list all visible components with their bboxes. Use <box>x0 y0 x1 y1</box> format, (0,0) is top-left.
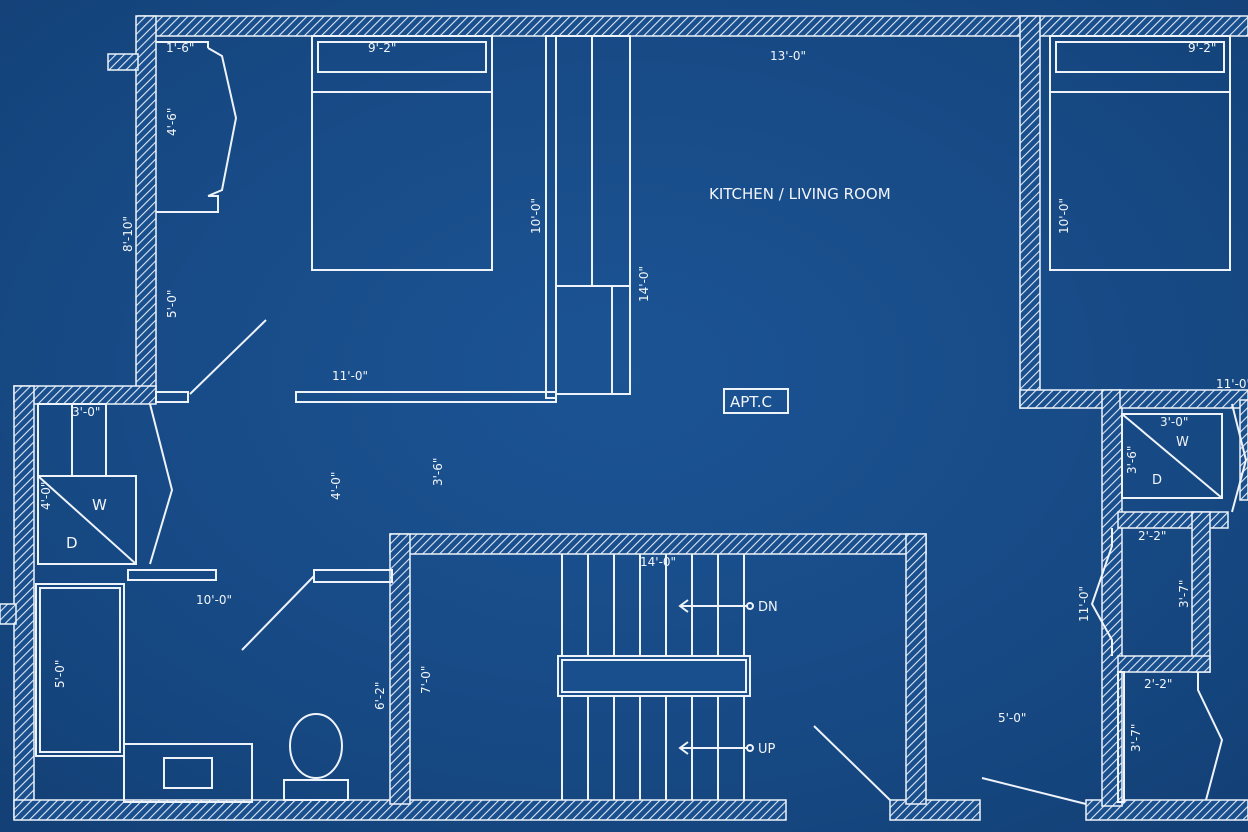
dim-laundry-right-width: 3'-0" <box>1160 415 1188 429</box>
dim-bedroom-left-length: 10'-0" <box>529 198 543 234</box>
dim-laundry-left-width: 3'-0" <box>72 405 100 419</box>
dim-laundry-right-height: 3'-6" <box>1125 446 1139 474</box>
dim-left-wall-height: 8'-10" <box>121 216 135 252</box>
dim-bedroom-right-width: 11'-0" <box>1216 377 1248 391</box>
apartment-tag-box <box>723 388 789 414</box>
dim-bed-right-width: 9'-2" <box>1188 41 1216 55</box>
dim-bed-left-width: 9'-2" <box>368 41 396 55</box>
dim-closet-r1-height: 3'-7" <box>1177 580 1191 608</box>
dim-bedroom-left-lower: 5'-0" <box>165 290 179 318</box>
dim-closet-r2-height: 3'-7" <box>1129 724 1143 752</box>
interior-lines <box>35 35 1248 805</box>
walls <box>0 15 1248 821</box>
dim-closet-r1-width: 2'-2" <box>1138 529 1166 543</box>
dim-closet-r-side: 11'-0" <box>1077 586 1091 622</box>
dryer-label-left: D <box>66 534 78 552</box>
dim-hall-right: 5'-0" <box>998 711 1026 725</box>
dim-hall-a: 4'-0" <box>329 472 343 500</box>
stairs-up-label: UP <box>758 742 776 757</box>
dim-counter-height: 14'-0" <box>637 266 651 302</box>
dryer-label-right: D <box>1152 473 1162 488</box>
dim-stair-width: 14'-0" <box>640 555 676 569</box>
dim-bath-height: 6'-2" <box>373 682 387 710</box>
room-label-kitchen-living: KITCHEN / LIVING ROOM <box>709 185 891 203</box>
apartment-label: APT.C <box>730 393 772 411</box>
dim-closet-top: 1'-6" <box>166 41 194 55</box>
washer-label-left: W <box>92 496 107 514</box>
dim-room-top-width: 13'-0" <box>770 49 806 63</box>
dim-laundry-left-height: 4'-0" <box>39 482 53 510</box>
labels: KITCHEN / LIVING ROOM APT.C W D W D DN U… <box>39 41 1248 757</box>
dim-bath-width: 10'-0" <box>196 593 232 607</box>
dim-bedroom-right-length: 10'-0" <box>1057 198 1071 234</box>
dim-bedroom-left-width: 11'-0" <box>332 369 368 383</box>
dim-closet-r2-width: 2'-2" <box>1144 677 1172 691</box>
dim-closet-side: 4'-6" <box>165 108 179 136</box>
washer-label-right: W <box>1176 435 1189 450</box>
dim-tub-length: 5'-0" <box>53 660 67 688</box>
dim-stair-well-height: 7'-0" <box>419 666 433 694</box>
stairs-down-label: DN <box>758 600 778 615</box>
dim-hall-b: 3'-6" <box>431 458 445 486</box>
